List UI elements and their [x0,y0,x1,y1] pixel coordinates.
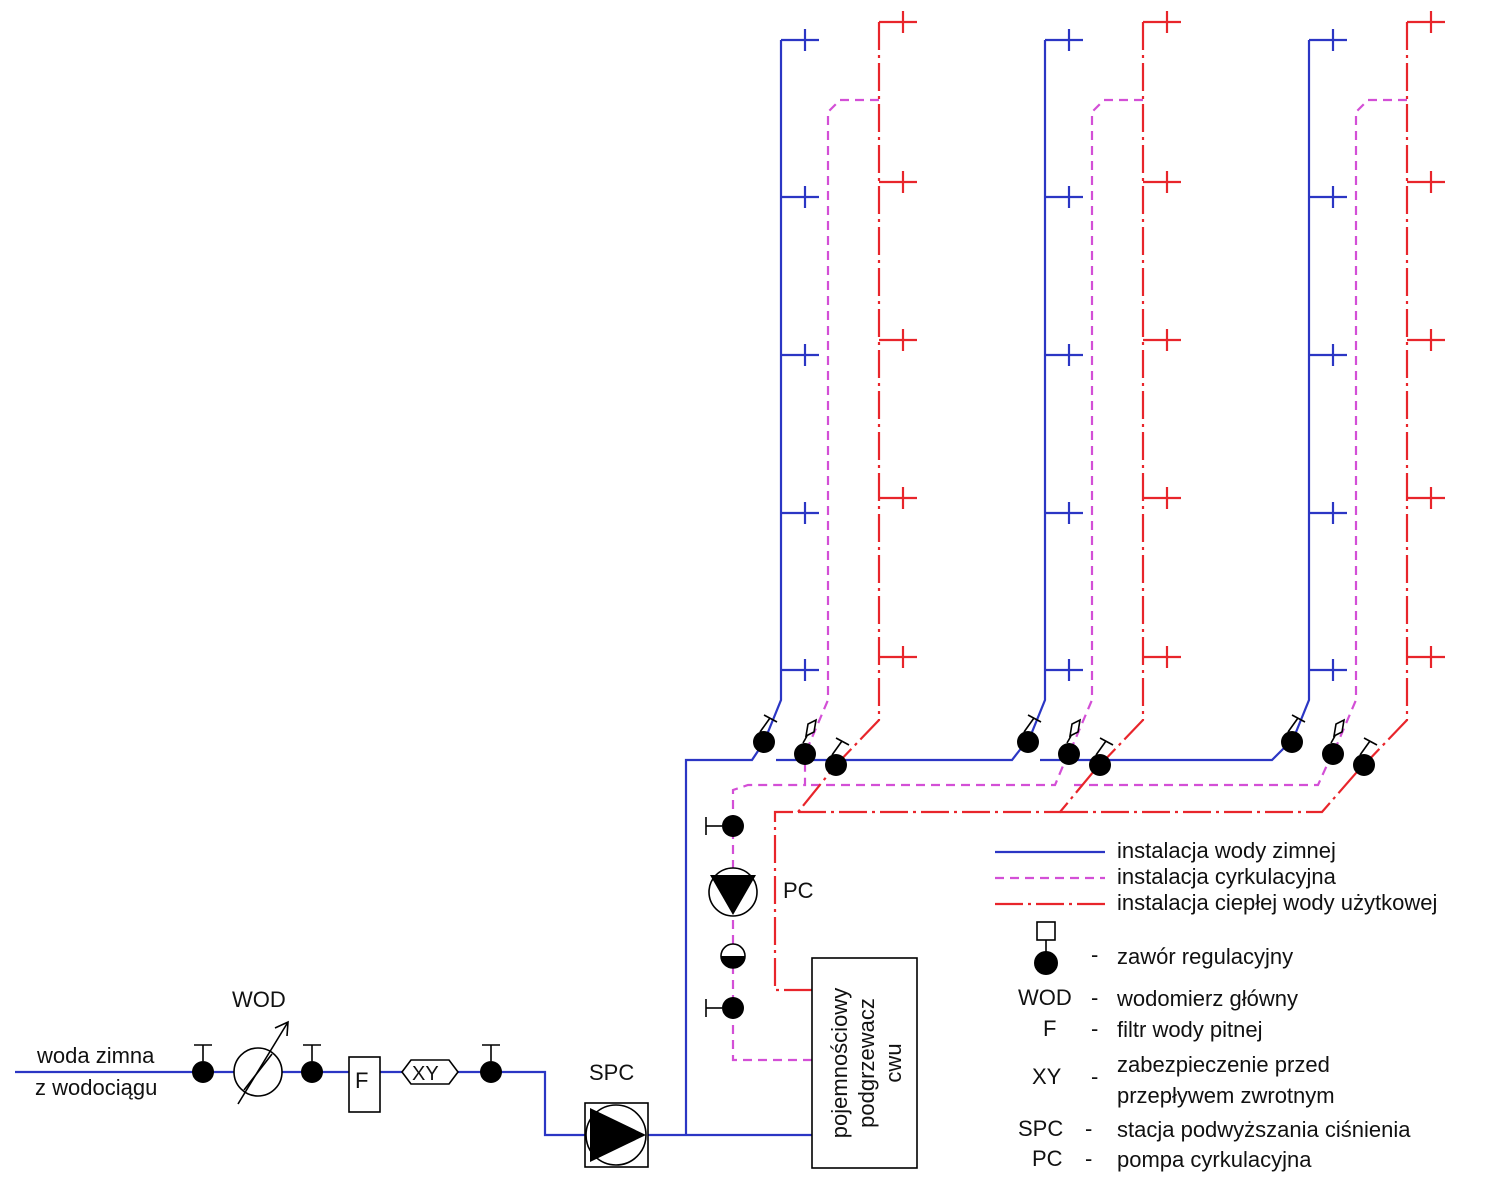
cold-riser-3 [1290,40,1311,743]
legend-wod-code: WOD [1018,985,1072,1010]
circulation-riser-1 [803,98,879,755]
legend-cold-text: instalacja wody zimnej [1117,838,1336,863]
legend-pc-dash: - [1085,1146,1092,1171]
base-valve-stem-3-2 [1330,735,1336,744]
backflow-preventer-icon [401,1059,459,1085]
hot-riser-2 [1099,22,1145,766]
base-valve-2-2 [1058,743,1080,765]
hot-riser-1 [835,22,881,766]
base-valve-head-2-2 [1068,718,1082,738]
risers [762,11,1445,766]
base-valve-handle-3-3 [1363,737,1378,746]
base-valve-stem-2-3 [1095,740,1107,756]
legend-f-code: F [1043,1016,1056,1041]
pc-label: PC [783,878,814,903]
legend-spc-code: SPC [1018,1116,1063,1141]
legend-f-dash: - [1091,1016,1098,1041]
shutoff-valve-3 [480,1044,502,1083]
check-valve-icon [720,943,746,969]
base-valve-1-2 [794,743,816,765]
legend-valve-icon [1034,921,1058,975]
spc-label: SPC [589,1060,634,1085]
hot-riser-3 [1363,22,1409,766]
circulation-distribution [731,753,1334,1062]
legend-xy-text2: przepływem zwrotnym [1117,1083,1335,1108]
legend-hot-text: instalacja ciepłej wody użytkowej [1117,890,1437,915]
base-valve-stem-3-3 [1359,740,1371,756]
shutoff-valve-1 [192,1044,214,1083]
legend-spc-text: stacja podwyższania ciśnienia [1117,1117,1411,1142]
filter-label: F [355,1068,368,1093]
base-valve-3-2 [1322,743,1344,765]
base-valve-stem-2-2 [1066,735,1072,744]
legend-pc-code: PC [1032,1146,1063,1171]
water-meter-icon [233,1020,289,1105]
circulation-riser-2 [1067,98,1143,755]
hot-distribution [773,764,1364,992]
base-valve-2-1 [1017,731,1039,753]
cold-riser-1 [762,40,783,743]
base-valve-1-3 [825,754,847,776]
legend-spc-dash: - [1085,1116,1092,1141]
base-valve-handle-2-3 [1099,737,1114,746]
cold-riser-2 [1026,40,1047,743]
legend-valve-text: zawór regulacyjny [1117,944,1293,969]
base-valve-stem-3-1 [1287,717,1299,733]
legend-xy-dash: - [1091,1064,1098,1089]
xy-label: XY [412,1063,439,1085]
legend-wod-text: wodomierz główny [1116,986,1298,1011]
pressure-booster-icon [584,1102,649,1168]
filter-icon [348,1056,381,1113]
base-valve-head-3-2 [1332,718,1346,738]
base-valve-stem-1-1 [759,717,771,733]
water-heater: pojemnościowy podgrzewacz cwu [811,957,918,1169]
inlet-fittings: WOD F XY [192,987,502,1113]
circulation-valve-bottom [705,997,744,1019]
base-valve-handle-1-1 [763,714,778,723]
base-valve-head-1-2 [804,718,818,738]
base-valve-stem-1-2 [802,735,808,744]
circulation-valve-top [705,815,744,837]
heater-label-1: pojemnościowy [827,988,852,1138]
legend-wod-dash: - [1091,985,1098,1010]
legend-valve-dash: - [1091,942,1098,967]
legend: instalacja wody zimnej instalacja cyrkul… [995,838,1437,1172]
inlet-label-line2: z wodociągu [35,1075,157,1100]
legend-xy-text: zabezpieczenie przed [1117,1052,1330,1077]
shutoff-valve-2 [301,1044,323,1083]
base-valve-3-1 [1281,731,1303,753]
base-valve-stem-2-1 [1023,717,1035,733]
legend-pc-text: pompa cyrkulacyjna [1117,1147,1312,1172]
circulation-pump-icon [708,867,758,917]
circulation-riser-3 [1331,98,1407,755]
base-valve-stem-1-3 [831,740,843,756]
heater-label-2: podgrzewacz [854,998,879,1128]
riser-base-valves [753,714,1378,776]
legend-circulation-text: instalacja cyrkulacyjna [1117,864,1337,889]
base-valve-3-3 [1353,754,1375,776]
heater-label-3: cwu [881,1043,906,1082]
legend-f-text: filtr wody pitnej [1117,1017,1263,1042]
base-valve-handle-1-3 [835,737,850,746]
base-valve-2-3 [1089,754,1111,776]
circulation-fittings: PC [705,815,814,1019]
base-valve-1-1 [753,731,775,753]
inlet-label-line1: woda zimna [36,1043,155,1068]
wod-label: WOD [232,987,286,1012]
base-valve-handle-3-1 [1291,714,1306,723]
base-valve-handle-2-1 [1027,714,1042,723]
legend-xy-code: XY [1032,1064,1062,1089]
